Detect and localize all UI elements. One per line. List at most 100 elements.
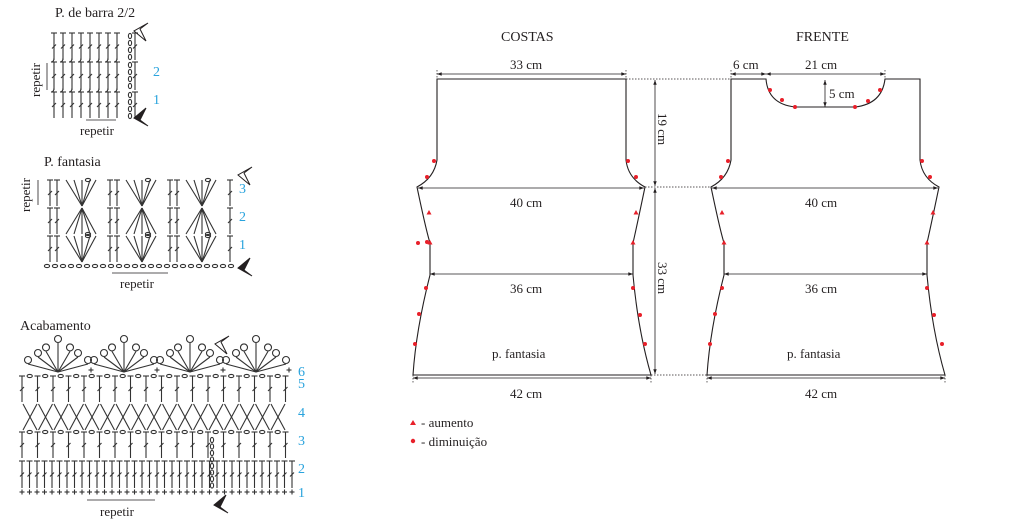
fan-stitch bbox=[225, 363, 257, 373]
stitch-line bbox=[190, 442, 195, 448]
sc-stitch bbox=[244, 489, 250, 495]
sc-stitch bbox=[259, 489, 265, 495]
fan-stitch bbox=[141, 179, 157, 207]
row-number: 4 bbox=[298, 406, 305, 421]
picot-flower bbox=[41, 343, 51, 352]
arrowhead bbox=[823, 80, 827, 85]
dc-stitch bbox=[114, 235, 120, 262]
chain-stitch bbox=[209, 449, 215, 457]
schematic: COSTAS FRENTE 33 cm 40 cm 36 cm p. fanta… bbox=[412, 30, 946, 401]
dc-stitch bbox=[167, 235, 173, 262]
dc-stitch bbox=[127, 375, 134, 402]
dc-stitch bbox=[109, 460, 115, 488]
dc-stitch bbox=[96, 32, 102, 60]
dc-stitch bbox=[87, 32, 93, 60]
dc-stitch bbox=[244, 460, 250, 488]
stitch-line bbox=[124, 472, 130, 477]
fan-stitch bbox=[189, 351, 203, 373]
sc-stitch bbox=[192, 489, 197, 495]
stitch-line bbox=[252, 442, 257, 448]
chain-stitch bbox=[84, 233, 92, 239]
chain-stitch bbox=[127, 32, 133, 40]
fan-stitch bbox=[81, 179, 97, 207]
decrease-marker bbox=[925, 286, 929, 290]
post-hook bbox=[68, 57, 73, 63]
sc-stitch bbox=[282, 489, 287, 495]
dc-stitch bbox=[282, 375, 289, 402]
stitch-line bbox=[105, 73, 111, 79]
dc-stitch bbox=[107, 207, 113, 234]
stitch-line bbox=[159, 386, 164, 392]
chain-stitch bbox=[209, 456, 215, 463]
cross-stitch bbox=[69, 403, 84, 431]
decrease-marker bbox=[432, 159, 436, 163]
fan-stitch bbox=[123, 363, 155, 373]
stitch-line bbox=[159, 442, 164, 448]
picot-flower bbox=[173, 343, 183, 352]
frente-bust: 40 cm bbox=[805, 195, 837, 210]
fan-stitch bbox=[201, 179, 211, 207]
dc-stitch bbox=[50, 431, 56, 458]
fan-stitch bbox=[123, 356, 145, 373]
stitch-line bbox=[114, 246, 120, 252]
dc-stitch bbox=[139, 460, 145, 488]
picot-flower bbox=[119, 334, 129, 344]
chain-stitch bbox=[166, 373, 173, 379]
legend-decrease: - diminuição bbox=[421, 434, 487, 449]
stitch-line bbox=[60, 102, 66, 108]
sc-stitch bbox=[88, 367, 94, 373]
fan-stitch bbox=[103, 356, 125, 373]
increase-marker bbox=[719, 210, 725, 215]
dc-stitch bbox=[50, 375, 56, 402]
dc-stitch bbox=[41, 460, 48, 488]
cross-stitch bbox=[100, 403, 115, 431]
sc-stitch bbox=[207, 489, 212, 495]
sc-stitch bbox=[124, 489, 130, 495]
fan-stitch bbox=[73, 235, 83, 263]
decrease-marker bbox=[932, 313, 936, 317]
post-hook bbox=[95, 57, 100, 63]
stitch-line bbox=[107, 246, 113, 252]
fan-stitch bbox=[81, 207, 91, 235]
chart-fantasia: P. fantasia 3 2 1 repetir repetir bbox=[18, 155, 253, 291]
row-number: 3 bbox=[239, 182, 246, 197]
arrowhead bbox=[880, 72, 885, 76]
chain-stitch bbox=[204, 177, 212, 183]
stitch-line bbox=[252, 472, 257, 477]
dc-stitch bbox=[112, 375, 118, 402]
stitch-line bbox=[174, 190, 180, 196]
stitch-line bbox=[96, 44, 102, 49]
frente-neck-depth: 5 cm bbox=[829, 86, 855, 101]
dc-stitch bbox=[47, 235, 53, 262]
decrease-marker bbox=[878, 88, 882, 92]
chain-stitch bbox=[127, 75, 133, 83]
dc-stitch bbox=[96, 375, 103, 402]
sc-stitch bbox=[49, 489, 55, 495]
fan-stitch bbox=[177, 351, 191, 373]
dc-stitch bbox=[189, 375, 196, 402]
arrowhead bbox=[707, 376, 712, 380]
sc-stitch bbox=[94, 489, 100, 495]
chain-stitch bbox=[150, 429, 157, 435]
stitch-line bbox=[252, 386, 257, 392]
stitch-line bbox=[174, 218, 180, 224]
arrowhead bbox=[437, 72, 442, 76]
fan-stitch bbox=[141, 179, 151, 207]
chart-acabamento: Acabamento 6 5 4 3 2 1 repetir bbox=[19, 319, 305, 519]
stitch-line bbox=[283, 442, 288, 448]
dc-stitch bbox=[47, 207, 53, 234]
sc-stitch bbox=[19, 489, 25, 495]
chain-stitch bbox=[84, 177, 92, 183]
arrowhead bbox=[621, 72, 626, 76]
sc-stitch bbox=[184, 489, 190, 495]
stitch-line bbox=[54, 246, 60, 252]
stitch-line bbox=[184, 472, 190, 477]
cross-stitch bbox=[270, 403, 286, 431]
stitch-line bbox=[54, 218, 60, 224]
dc-stitch bbox=[267, 431, 273, 458]
dc-stitch bbox=[34, 460, 40, 488]
stitch-line bbox=[267, 386, 273, 392]
stitch-line bbox=[222, 472, 227, 477]
end-arrow-icon bbox=[237, 166, 253, 186]
chain-stitch bbox=[259, 373, 266, 379]
